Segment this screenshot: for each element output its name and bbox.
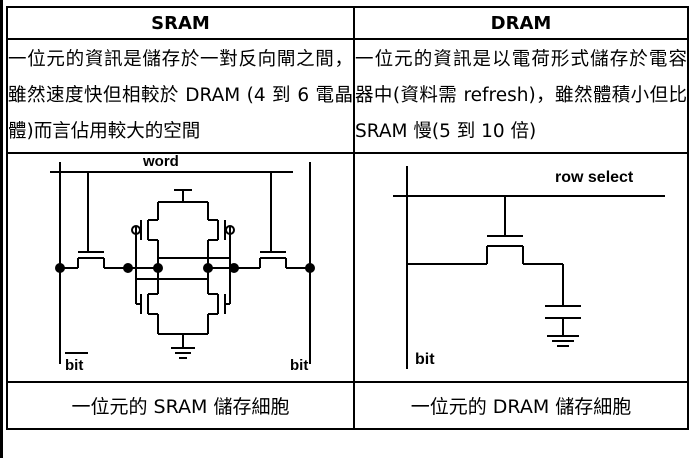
bit-label: bit [290,357,308,374]
dram-bit-label: bit [415,351,435,368]
dram-circuit: row select [393,166,665,369]
word-label: word [142,154,179,170]
dram-caption: 一位元的 DRAM 儲存細胞 [353,381,689,430]
dram-description: 一位元的資訊是以電荷形式儲存於電容器中(資料需 refresh)，雖然體積小但比… [353,38,689,154]
sram-caption: 一位元的 SRAM 儲存細胞 [6,381,355,430]
description-row: 一位元的資訊是儲存於一對反向閘之間，雖然速度快但相較於 DRAM (4 到 6 … [6,38,689,154]
sram-description: 一位元的資訊是儲存於一對反向閘之間，雖然速度快但相較於 DRAM (4 到 6 … [6,38,355,154]
left-border [0,0,3,458]
sram-circuit: word [50,153,315,374]
bit-bar-label: bit [65,357,83,374]
header-dram: DRAM [353,6,689,40]
sram-diagram-cell: word [6,152,355,383]
dram-diagram-cell: row select [353,152,689,383]
header-row: SRAM DRAM [6,6,689,40]
comparison-table: SRAM DRAM 一位元的資訊是儲存於一對反向閘之間，雖然速度快但相較於 DR… [6,6,689,430]
caption-row: 一位元的 SRAM 儲存細胞 一位元的 DRAM 儲存細胞 [6,381,689,430]
diagram-row: word [6,152,689,383]
header-sram: SRAM [6,6,355,40]
row-select-label: row select [555,169,634,186]
